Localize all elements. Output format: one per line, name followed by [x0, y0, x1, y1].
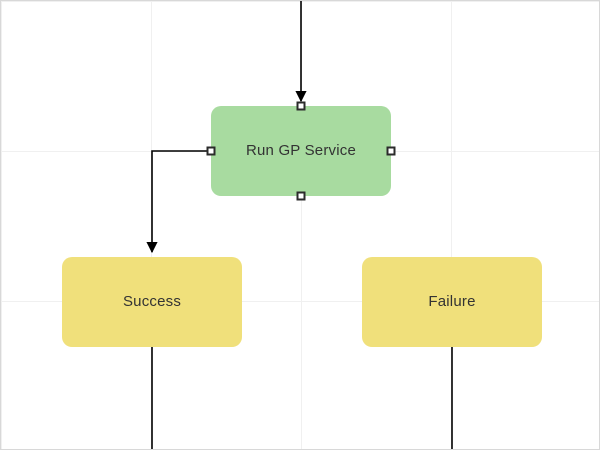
node-success[interactable]: Success	[62, 257, 242, 347]
edge-run-gp-service-to-success[interactable]	[146, 150, 207, 254]
node-label-failure: Failure	[428, 293, 476, 310]
node-label-run-gp-service: Run GP Service	[245, 142, 357, 159]
port-right-handle[interactable]	[386, 146, 396, 156]
node-run-gp-service[interactable]: Run GP Service	[206, 101, 396, 201]
node-failure[interactable]: Failure	[362, 257, 542, 347]
node-label-success: Success	[122, 293, 182, 310]
port-left-handle[interactable]	[206, 146, 216, 156]
port-bottom-handle[interactable]	[296, 191, 306, 201]
port-top-handle[interactable]	[296, 101, 306, 111]
